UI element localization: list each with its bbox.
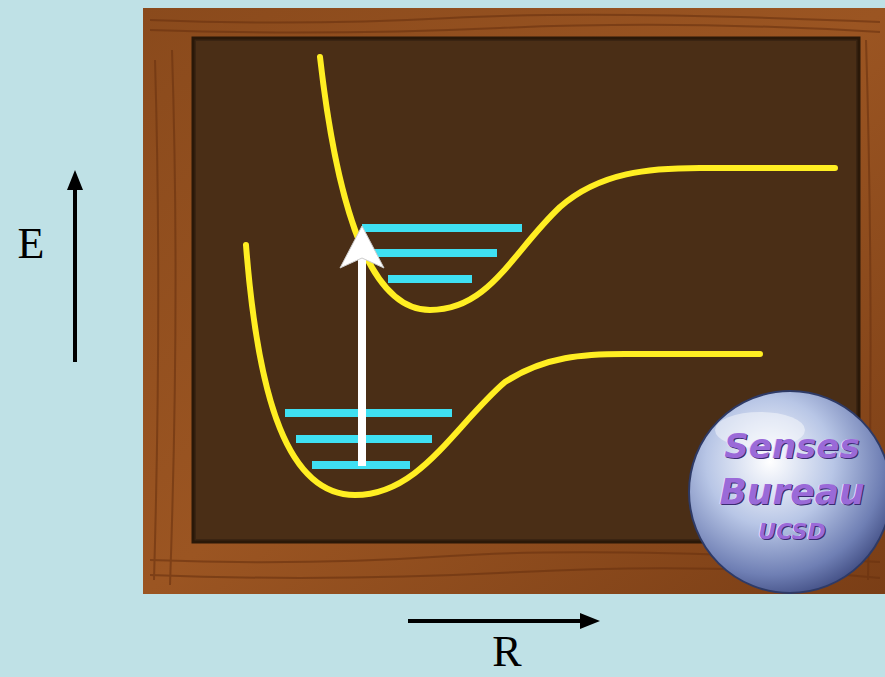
axis-label: E [18,222,45,266]
wood-grain [150,15,880,585]
logo-text: Senses [724,429,859,463]
axis-arrow [67,170,600,629]
logo-sphere [689,391,885,593]
vibrational-levels [285,228,522,465]
logo-text: Bureau [719,474,864,510]
wood-frame [143,8,885,594]
axis-label: R [492,630,521,674]
transition-arrow [340,226,384,466]
logo-text: UCSD [758,521,825,543]
